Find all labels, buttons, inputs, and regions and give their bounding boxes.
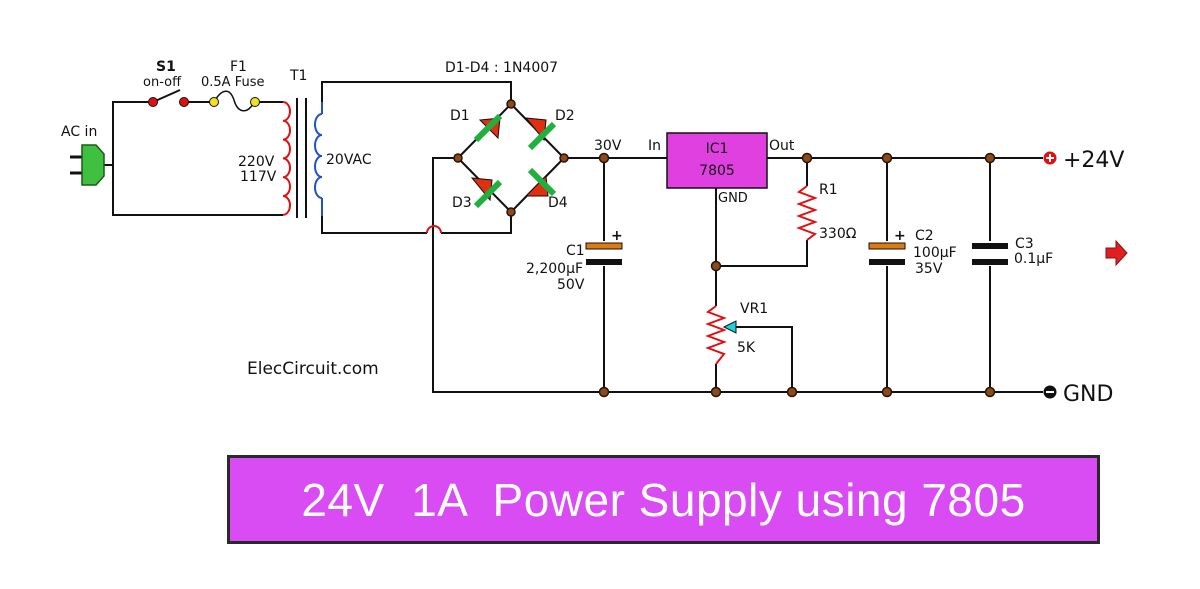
title-text: 24V 1A Power Supply using 7805 — [301, 473, 1026, 526]
c3-value-label: 0.1µF — [1014, 251, 1053, 267]
node — [598, 152, 610, 164]
regulator-ic1: IC1 7805 — [666, 132, 768, 189]
node — [453, 153, 463, 163]
output-positive-label: +24V — [1063, 148, 1124, 173]
ic1-part-label: 7805 — [699, 163, 735, 179]
node — [598, 386, 610, 398]
potentiometer-vr1-icon — [705, 305, 737, 365]
wire-crossover — [426, 225, 442, 234]
ic-gnd-pin-label: GND — [718, 191, 748, 206]
fuse-f1-icon — [209, 90, 260, 112]
c1-value-label: 2,200µF — [526, 261, 583, 277]
transformer-t1-icon — [282, 98, 323, 218]
c1-plus-label: + — [611, 228, 623, 244]
node — [984, 386, 996, 398]
d4-label: D4 — [548, 195, 568, 211]
node — [710, 386, 722, 398]
node — [506, 99, 516, 109]
node — [881, 152, 893, 164]
c1-label: C1 — [566, 243, 585, 259]
node — [506, 207, 516, 217]
output-ground-terminal-icon — [1037, 385, 1057, 399]
ic-in-pin-label: In — [648, 138, 661, 154]
t1-label: T1 — [289, 68, 307, 84]
vr1-label: VR1 — [740, 301, 768, 317]
primary-voltage-1-label: 220V — [238, 154, 275, 170]
vr1-value-label: 5K — [737, 340, 756, 356]
junction-nodes — [453, 99, 996, 398]
voltage-30v-label: 30V — [594, 138, 622, 154]
output-positive-terminal-icon — [1037, 151, 1057, 165]
bridge-rectifier — [457, 103, 565, 213]
switch-s1-icon — [148, 89, 189, 107]
output-ground-label: GND — [1063, 382, 1113, 407]
c2-label: C2 — [915, 228, 934, 244]
primary-voltage-2-label: 117V — [240, 169, 277, 185]
capacitor-c2-icon: + — [868, 228, 906, 265]
c3-label: C3 — [1015, 236, 1034, 252]
c1-voltage-label: 50V — [557, 277, 585, 293]
r1-value-label: 330Ω — [819, 226, 857, 242]
f1-desc-label: 0.5A Fuse — [201, 75, 264, 90]
site-watermark-label: ElecCircuit.com — [247, 359, 379, 379]
f1-label: F1 — [230, 59, 247, 75]
ic-out-pin-label: Out — [769, 138, 795, 154]
s1-desc-label: on-off — [143, 75, 182, 90]
node — [984, 152, 996, 164]
c2-voltage-label: 35V — [915, 261, 943, 277]
c2-plus-label: + — [894, 228, 906, 244]
ic1-label: IC1 — [706, 141, 729, 157]
capacitor-c3-icon — [972, 243, 1008, 265]
diodes-part-label: D1-D4 : 1N4007 — [445, 60, 558, 76]
output-arrow-icon — [1105, 239, 1128, 267]
node — [881, 386, 893, 398]
resistor-r1-icon — [796, 185, 818, 241]
d3-label: D3 — [452, 195, 472, 211]
ac-plug-icon — [70, 144, 105, 186]
node — [786, 386, 798, 398]
c2-value-label: 100µF — [913, 245, 957, 261]
d1-label: D1 — [450, 108, 470, 124]
r1-label: R1 — [819, 182, 838, 198]
title-banner: 24V 1A Power Supply using 7805 — [227, 455, 1100, 544]
node — [710, 260, 722, 272]
secondary-voltage-label: 20VAC — [326, 152, 372, 168]
node — [801, 152, 813, 164]
capacitor-c1-icon: + — [585, 228, 623, 265]
node — [559, 153, 569, 163]
ac-in-label: AC in — [61, 124, 97, 140]
d2-label: D2 — [555, 108, 575, 124]
s1-label: S1 — [156, 59, 176, 75]
component-labels: AC in S1 on-off F1 0.5A Fuse T1 220V 117… — [61, 59, 1124, 407]
